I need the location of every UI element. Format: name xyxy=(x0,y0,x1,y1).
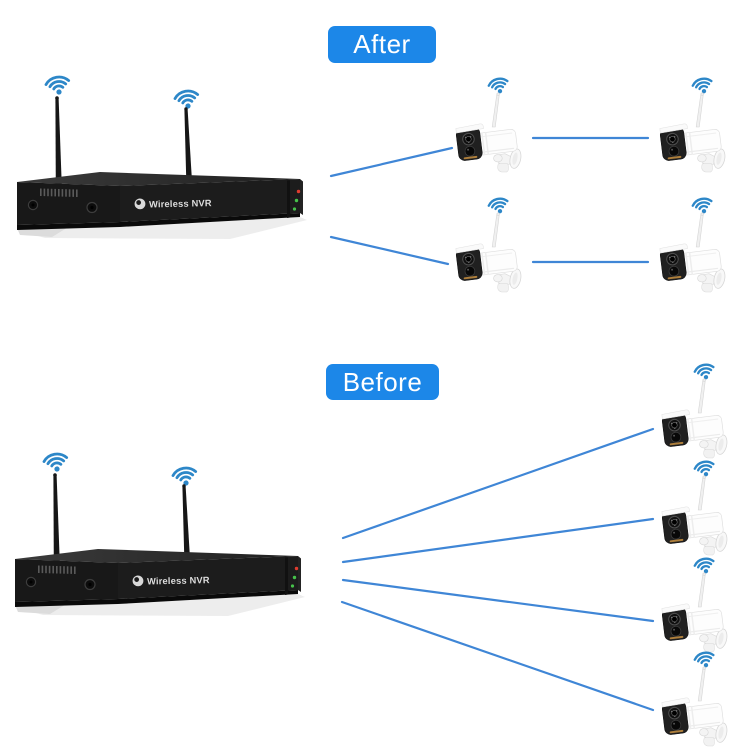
camera-before-1 xyxy=(656,363,736,463)
camera-before-4 xyxy=(656,651,736,750)
nvr-brand-label: Wireless NVR xyxy=(149,198,212,209)
nvr-device-after: Wireless NVR xyxy=(10,68,320,258)
connection-before-nvr-cam1 xyxy=(341,427,655,540)
connection-before-nvr-cam4 xyxy=(340,600,655,712)
connection-after-nvr-cam2 xyxy=(329,235,450,266)
connection-before-nvr-cam3 xyxy=(341,578,655,623)
nvr-brand: Wireless NVR xyxy=(132,575,210,586)
nvr-brand: Wireless NVR xyxy=(134,198,212,209)
camera-before-2 xyxy=(656,460,736,560)
connection-after-nvr-cam1 xyxy=(329,146,454,178)
camera-after-3 xyxy=(654,77,734,177)
connection-before-nvr-cam2 xyxy=(341,517,655,564)
camera-after-1 xyxy=(450,77,530,177)
camera-after-2 xyxy=(450,197,530,297)
camera-after-4 xyxy=(654,197,734,297)
camera-before-3 xyxy=(656,557,736,657)
nvr-device-before: Wireless NVR xyxy=(8,445,318,635)
before-badge: Before xyxy=(326,364,439,400)
after-badge: After xyxy=(328,26,436,63)
nvr-brand-label: Wireless NVR xyxy=(147,575,210,586)
